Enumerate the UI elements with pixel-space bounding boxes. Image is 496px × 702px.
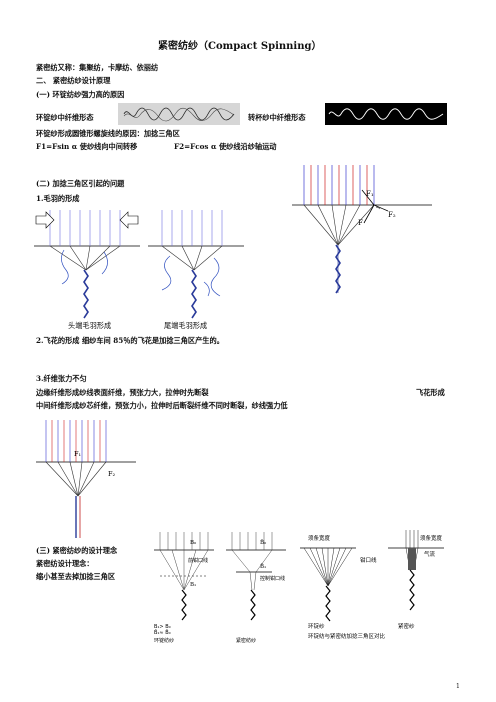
label-eq2: B̄₁≈ B̄₀ <box>154 629 171 636</box>
label-ring-yarn: 环锭纱 <box>308 622 325 630</box>
rotor-fiber-label: 转杯纱中纤维形态 <box>248 113 306 122</box>
ring-fiber-illustration <box>118 103 240 125</box>
label-width-right: 须条宽度 <box>420 534 443 542</box>
label-b1: B₁ <box>190 582 196 588</box>
subheading-1: (一) 环锭纺纱强力高的原因 <box>36 90 125 99</box>
ring-fiber-label: 环锭纱中纤维形态 <box>36 113 94 122</box>
tension-label-f1: F₁ <box>74 450 82 458</box>
tail-hairiness-diagram <box>148 210 244 319</box>
strand-width-diagram: B₀ B₁ 前钳口线 B₁> B₀ B̄₁≈ B̄₀ 环锭纺纱 B̄₀ B̄₁ … <box>154 532 286 644</box>
reduce-triangle: 缩小甚至去掉加捻三角区 <box>36 572 116 581</box>
force-label-f1: F₁ <box>366 190 374 198</box>
label-compact-yarn: 紧密纱 <box>398 622 415 630</box>
label-b0: B₀ <box>190 540 197 546</box>
tension-line-1: 边缘纤维形成纱线表面纤维，预张力大，拉伸时先断裂 <box>36 388 209 397</box>
item-fly: 2.飞花的形成 细纱车间 85％的飞花是加捻三角区产生的。 <box>36 336 224 345</box>
tension-line-2: 中间纤维形成纱芯纤维，预张力小，拉伸时后断裂纤维不同时断裂，纱线强力低 <box>36 401 288 410</box>
tension-fly-label: 飞花形成 <box>416 388 445 397</box>
force-label-f: F <box>358 219 363 227</box>
item-hairiness: 1.毛羽的形成 <box>36 194 80 203</box>
triangle-comparison-diagram: 须条宽度 环锭纱 钳口线 须条宽度 气流 紧密纱 环锭纺与紧密纺加捻三角区对比 <box>300 530 444 640</box>
item-tension: 3.纤维张力不匀 <box>36 374 87 383</box>
label-b-bar0: B̄₀ <box>260 539 267 546</box>
design-concept: 紧密纺设计理念： <box>36 559 94 568</box>
label-eq1: B₁> B₀ <box>154 624 171 630</box>
label-control-nip: 控制钳口线 <box>260 575 285 582</box>
comparison-caption: 环锭纺与紧密纺加捻三角区对比 <box>308 632 386 640</box>
label-width-left: 须条宽度 <box>308 534 331 542</box>
label-ring-spinning: 环锭纺纱 <box>154 637 174 644</box>
page-number: 1 <box>456 683 460 690</box>
helix-reason: 环锭纱形成圆锥形螺旋线的原因：加捻三角区 <box>36 129 180 138</box>
label-compact-spinning: 紧密纺纱 <box>236 637 256 644</box>
tension-label-f2: F₂ <box>108 470 116 478</box>
section-heading: 二、 紧密纺纱设计原理 <box>36 76 111 85</box>
formula-f2: F2=Fcos α 使纱线沿纱轴运动 <box>174 142 277 151</box>
caption-tail-hairiness: 尾端毛羽形成 <box>164 321 208 330</box>
rotor-fiber-illustration <box>325 103 447 125</box>
head-hairiness-diagram <box>34 210 140 319</box>
label-airflow: 气流 <box>424 550 436 558</box>
twist-triangle-force-diagram: F₁ F₂ F <box>292 165 432 294</box>
label-nip-line: 钳口线 <box>360 556 377 564</box>
subheading-2: (二) 加捻三角区引起的问题 <box>36 179 125 188</box>
subheading-3: (三) 紧密纺纱的设计理念 <box>36 546 118 555</box>
force-label-f2: F₂ <box>388 211 396 219</box>
caption-head-hairiness: 头端毛羽形成 <box>68 321 112 330</box>
alias-line: 紧密纺又称：集聚纺，卡摩纺、依丽纺 <box>36 63 159 72</box>
label-b-bar1: B̄₁ <box>260 563 266 570</box>
formula-f1: F1=Fsin α 使纱线向中间转移 <box>36 142 138 151</box>
tension-triangle-diagram: F₁ F₂ <box>36 420 136 538</box>
page-title: 紧密纺纱（Compact Spinning） <box>158 41 322 52</box>
label-front-nip: 前钳口线 <box>188 557 208 564</box>
